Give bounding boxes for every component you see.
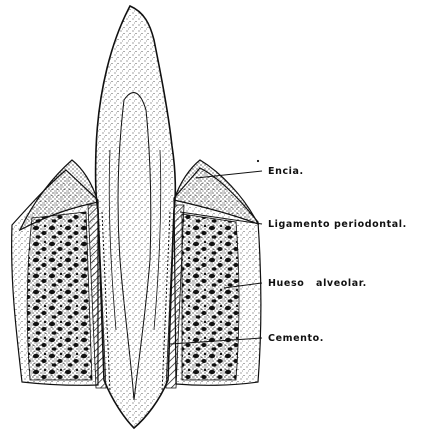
label-ligamento-periodontal: Ligamento periodontal. <box>268 219 407 231</box>
label-hueso-alveolar: Hueso alveolar. <box>268 278 367 290</box>
label-encia: Encia. <box>268 166 304 178</box>
leader-dot <box>257 160 259 162</box>
label-cemento: Cemento. <box>268 333 324 345</box>
